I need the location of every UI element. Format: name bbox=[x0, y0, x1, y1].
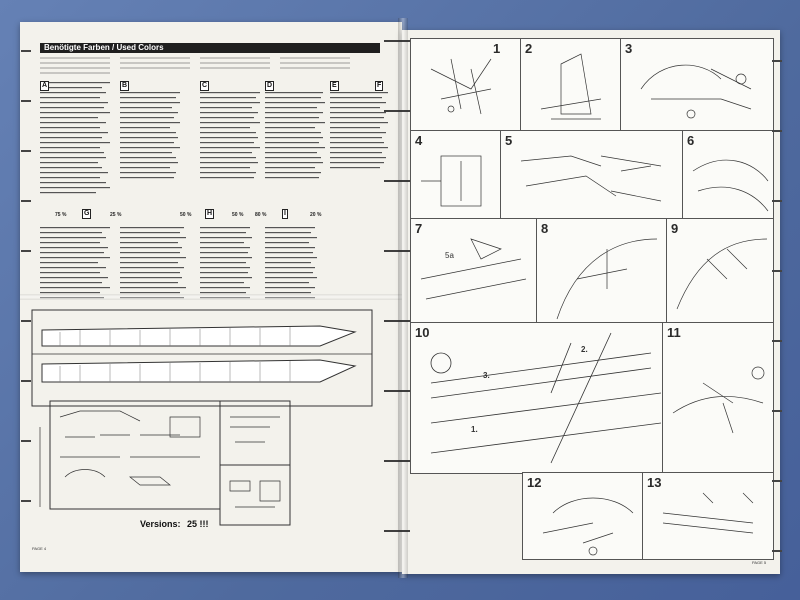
step-9-panel: 9 bbox=[666, 218, 774, 324]
step-4-drawing bbox=[421, 155, 482, 207]
step-10-callout-1: 1. bbox=[471, 425, 478, 434]
binding-mark bbox=[384, 320, 410, 322]
step-3-panel: 3 bbox=[620, 38, 774, 132]
step-7-number: 7 bbox=[415, 221, 423, 236]
perforation-dash bbox=[772, 60, 782, 62]
step-1-panel: 1 bbox=[410, 38, 522, 132]
small-parts-sprue bbox=[39, 400, 291, 526]
step-10-panel: 10 2. 3. 1. bbox=[410, 322, 664, 474]
right-page: 80177 1 2 3 4 5 6 7 5a bbox=[402, 30, 780, 574]
perforation-dash bbox=[21, 250, 31, 252]
step-9-drawing bbox=[676, 238, 768, 310]
step-8-number: 8 bbox=[541, 221, 549, 236]
step-11-panel: 11 bbox=[662, 322, 774, 474]
step-6-drawing bbox=[692, 159, 769, 212]
step-11-drawing bbox=[672, 366, 765, 434]
step-6-number: 6 bbox=[687, 133, 695, 148]
binding-mark bbox=[384, 110, 410, 112]
step-9-number: 9 bbox=[671, 221, 679, 236]
step-12-panel: 12 bbox=[522, 472, 644, 560]
step-13-drawing bbox=[662, 492, 754, 534]
step-7-callout: 5a bbox=[445, 251, 454, 260]
color-mix-letter-a: A bbox=[40, 81, 50, 91]
step-2-drawing bbox=[540, 53, 602, 120]
step-1-drawing bbox=[430, 58, 492, 115]
step-2-number: 2 bbox=[525, 41, 533, 56]
versions-note: Versions: 25 !!! bbox=[140, 519, 209, 529]
step-10-drawing bbox=[430, 332, 662, 464]
binding-mark bbox=[384, 250, 410, 252]
mix-percent-75: 75 % bbox=[55, 212, 67, 218]
perforation-dash bbox=[772, 340, 782, 342]
step-3-drawing bbox=[640, 64, 752, 119]
binding-mark bbox=[384, 530, 410, 532]
left-page: 80177 Benötigte Farben / Used Colors bbox=[20, 22, 402, 572]
step-10-callout-2: 2. bbox=[581, 345, 588, 354]
step-5-drawing bbox=[520, 155, 662, 202]
step-4-panel: 4 bbox=[410, 130, 502, 220]
perforation-dash bbox=[21, 440, 31, 442]
color-mix-letter-e: E bbox=[330, 81, 339, 91]
step-8-panel: 8 bbox=[536, 218, 668, 324]
horizontal-fold bbox=[20, 294, 402, 300]
perforation-dash bbox=[772, 130, 782, 132]
step-2-panel: 2 bbox=[520, 38, 622, 132]
perforation-dash bbox=[21, 100, 31, 102]
step-4-number: 4 bbox=[415, 133, 423, 148]
color-list-block bbox=[40, 57, 388, 299]
step-5-number: 5 bbox=[505, 133, 513, 148]
step-13-number: 13 bbox=[647, 475, 662, 490]
step-7-panel: 7 5a bbox=[410, 218, 538, 324]
perforation-dash bbox=[21, 500, 31, 502]
mix-percent-25: 25 % bbox=[110, 212, 122, 218]
step-6-panel: 6 bbox=[682, 130, 774, 220]
binding-mark bbox=[384, 390, 410, 392]
right-page-number: PAGE 5 bbox=[752, 560, 767, 565]
step-7-drawing bbox=[420, 238, 527, 300]
perforation-dash bbox=[21, 150, 31, 152]
binding-mark bbox=[384, 460, 410, 462]
versions-count: 25 !!! bbox=[187, 519, 209, 529]
step-1-number: 1 bbox=[493, 41, 501, 56]
perforation-dash bbox=[21, 50, 31, 52]
step-11-number: 11 bbox=[667, 325, 681, 340]
step-12-number: 12 bbox=[527, 475, 542, 490]
color-mix-letter-i: I bbox=[282, 209, 288, 219]
color-mix-letter-d: D bbox=[265, 81, 275, 91]
perforation-dash bbox=[21, 200, 31, 202]
color-mix-letter-f: F bbox=[375, 81, 384, 91]
color-mix-letter-h: H bbox=[205, 209, 215, 219]
binding-mark bbox=[384, 40, 410, 42]
step-5-panel: 5 bbox=[500, 130, 684, 220]
center-fold bbox=[398, 18, 408, 578]
step-10-callout-3: 3. bbox=[483, 371, 490, 380]
perforation-dash bbox=[772, 550, 782, 552]
mix-percent-20: 20 % bbox=[310, 212, 322, 218]
perforation-dash bbox=[772, 270, 782, 272]
step-12-drawing bbox=[542, 497, 634, 556]
binding-mark bbox=[384, 180, 410, 182]
mix-percent-80: 80 % bbox=[255, 212, 267, 218]
perforation-dash bbox=[772, 410, 782, 412]
color-mix-letter-c: C bbox=[200, 81, 210, 91]
left-page-number: PAGE 4 bbox=[32, 546, 47, 551]
step-8-drawing bbox=[556, 238, 658, 320]
step-10-number: 10 bbox=[415, 325, 430, 340]
mix-percent-50b: 50 % bbox=[232, 212, 244, 218]
versions-label: Versions: bbox=[140, 519, 181, 529]
perforation-dash bbox=[772, 200, 782, 202]
perforation-dash bbox=[21, 380, 31, 382]
color-mix-letter-b: B bbox=[120, 81, 130, 91]
perforation-dash bbox=[21, 320, 31, 322]
color-mix-letter-g: G bbox=[82, 209, 92, 219]
colors-header: Benötigte Farben / Used Colors bbox=[40, 43, 380, 53]
step-13-panel: 13 bbox=[642, 472, 774, 560]
perforation-dash bbox=[772, 480, 782, 482]
parts-sprue-diagram bbox=[31, 309, 373, 407]
mix-percent-50a: 50 % bbox=[180, 212, 192, 218]
step-3-number: 3 bbox=[625, 41, 633, 56]
